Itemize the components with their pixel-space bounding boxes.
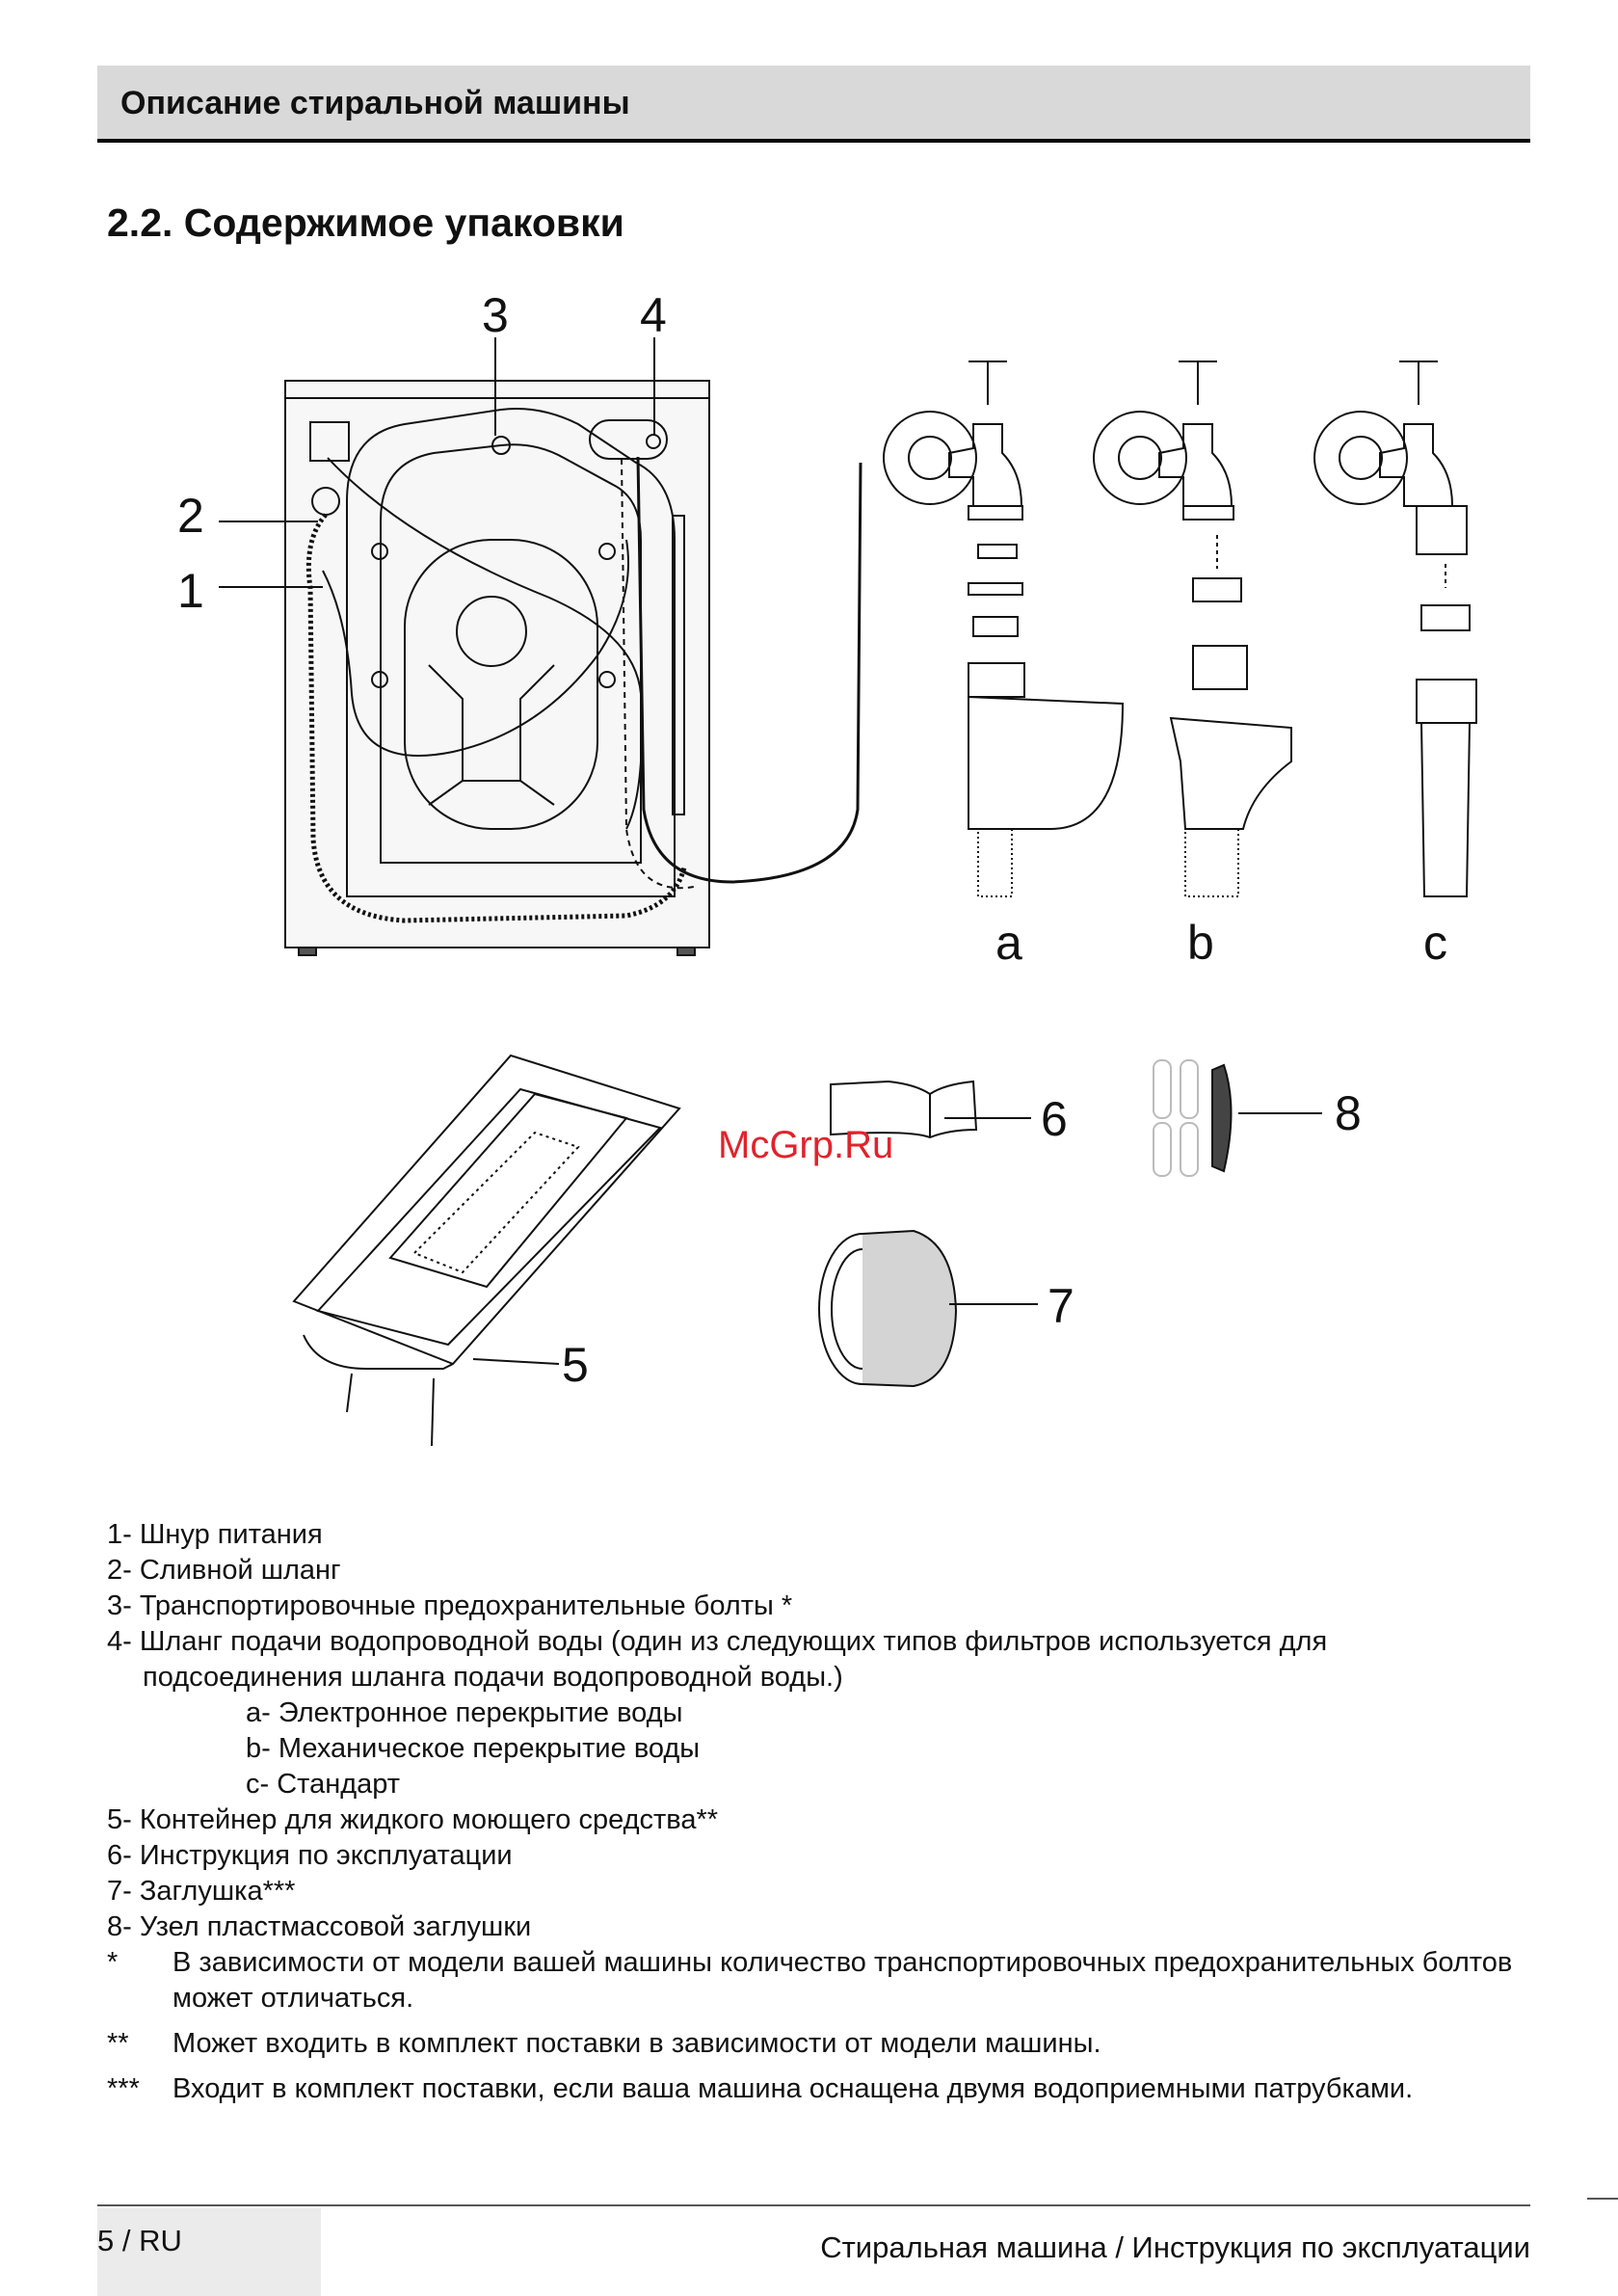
- variant-c: c: [1423, 916, 1447, 970]
- blanking-cap: [818, 1229, 1038, 1388]
- list-item: 3- Транспортировочные предохранительные …: [107, 1590, 793, 1621]
- package-contents-illustration: 2 1 3 4 a b c 6 8 7 5: [177, 288, 1477, 1447]
- transport-bolt-icon: [598, 543, 616, 560]
- footnote-mark: *: [107, 1947, 119, 1978]
- manual-book-icon: [830, 1080, 1031, 1139]
- transport-bolt-icon: [371, 543, 388, 560]
- drain-hose: [305, 513, 687, 923]
- list-subitem: c- Стандарт: [246, 1769, 401, 1800]
- list-subitem: a- Электронное перекрытие воды: [246, 1697, 683, 1728]
- footnote: ** Может входить в комплект поставки в з…: [107, 2026, 1524, 2062]
- faucet-b: [1093, 360, 1292, 897]
- callout-4: 4: [640, 288, 667, 342]
- callout-1: 1: [177, 564, 204, 618]
- footnote-mark: **: [107, 2028, 129, 2059]
- plastic-cap-assembly: [1153, 1059, 1322, 1177]
- list-item: 5- Контейнер для жидкого моющего средств…: [107, 1804, 719, 1835]
- page-number: 5 / RU: [97, 2224, 182, 2257]
- transport-bolt-icon: [598, 671, 616, 688]
- list-subitem: b- Механическое перекрытие воды: [246, 1733, 701, 1764]
- list-item: 1- Шнур питания: [107, 1519, 323, 1550]
- callout-5: 5: [562, 1338, 589, 1392]
- footnote-text: Входит в комплект поставки, если ваша ма…: [172, 2073, 1414, 2104]
- faucet-c: [1313, 360, 1477, 897]
- footnote-text: В зависимости от модели вашей машины кол…: [172, 1947, 1513, 2014]
- callout-6: 6: [1041, 1092, 1068, 1146]
- footnote-mark: ***: [107, 2073, 140, 2104]
- list-item-continuation: подсоединения шланга подачи водопроводно…: [143, 1662, 843, 1693]
- contents-list: 1- Шнур питания 2- Сливной шланг 3- Тран…: [107, 1517, 1524, 2107]
- faucet-a: [883, 360, 1125, 897]
- list-item: 8- Узел пластмассовой заглушки: [107, 1911, 532, 1942]
- section-title: 2.2. Содержимое упаковки: [107, 200, 624, 245]
- callout-7: 7: [1048, 1279, 1074, 1333]
- list-item: 4- Шланг подачи водопроводной воды (один…: [107, 1626, 1328, 1657]
- header-title: Описание стиральной машины: [120, 85, 630, 121]
- callout-2: 2: [177, 489, 204, 543]
- detergent-container: [292, 1054, 681, 1447]
- transport-bolt-icon: [491, 436, 511, 455]
- callout-3: 3: [482, 288, 509, 342]
- footer-divider: [97, 2204, 1530, 2206]
- callout-8: 8: [1335, 1086, 1362, 1140]
- variant-a: a: [995, 916, 1022, 970]
- list-item: 7- Заглушка***: [107, 1876, 296, 1907]
- footnote-text: Может входить в комплект поставки в зави…: [172, 2028, 1101, 2059]
- list-item: 6- Инструкция по эксплуатации: [107, 1840, 513, 1871]
- footer-tick: [1587, 2198, 1618, 2200]
- washing-machine-rear: [284, 380, 862, 956]
- footer-page-box: [97, 2208, 321, 2296]
- list-item: 2- Сливной шланг: [107, 1555, 341, 1586]
- watermark: McGrp.Ru: [718, 1124, 894, 1166]
- header-bar: Описание стиральной машины: [97, 66, 1530, 143]
- footnote: *** Входит в комплект поставки, если ваш…: [107, 2071, 1524, 2107]
- variant-b: b: [1187, 916, 1214, 970]
- footer-text: Стиральная машина / Инструкция по эксплу…: [820, 2230, 1530, 2264]
- footnote: * В зависимости от модели вашей машины к…: [107, 1945, 1524, 2016]
- transport-bolt-icon: [371, 671, 388, 688]
